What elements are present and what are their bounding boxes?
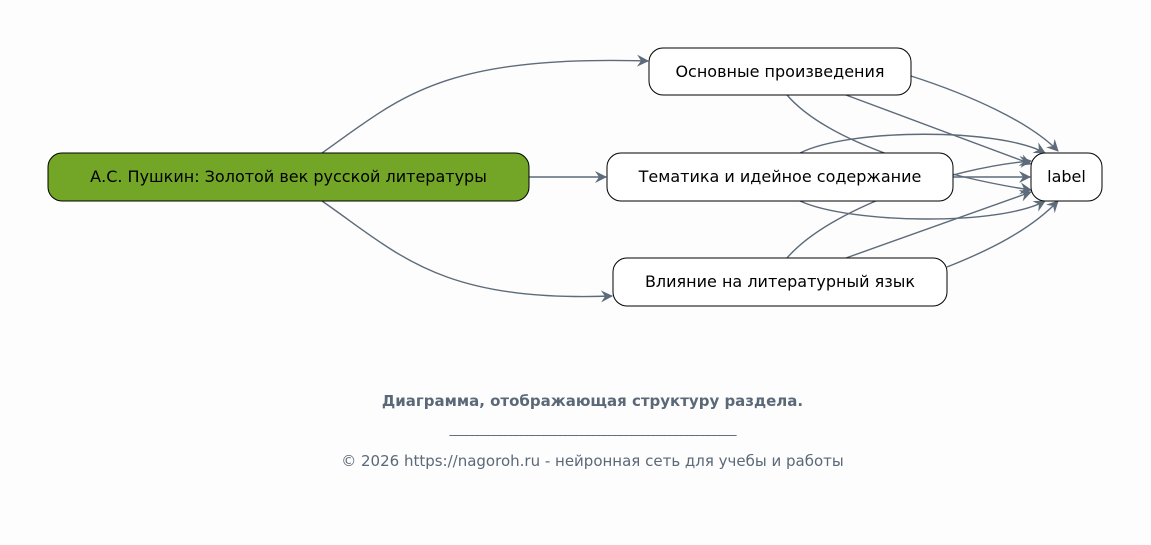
edge-influence-label-2 xyxy=(845,190,1032,259)
node-label-label: label xyxy=(1047,167,1086,186)
node-themes-label: Тематика и идейное содержание xyxy=(638,167,922,186)
node-root-label: А.С. Пушкин: Золотой век русской литерат… xyxy=(90,167,487,186)
node-themes[interactable]: Тематика и идейное содержание xyxy=(606,152,954,202)
node-label[interactable]: label xyxy=(1030,152,1103,202)
edge-themes-label-1 xyxy=(799,133,1046,154)
edge-themes-label-3 xyxy=(799,200,1046,220)
node-root[interactable]: А.С. Пушкин: Золотой век русской литерат… xyxy=(47,152,530,202)
edge-root-works xyxy=(321,54,649,154)
node-works[interactable]: Основные произведения xyxy=(648,47,912,96)
edge-works-label-2 xyxy=(845,94,1032,166)
caption-divider: ________________________________________… xyxy=(449,422,737,437)
edge-influence-label-3 xyxy=(946,200,1059,268)
node-influence-label: Влияние на литературный язык xyxy=(645,272,915,291)
edge-works-label-1 xyxy=(910,75,1059,152)
caption-title: Диаграмма, отображающая структуру раздел… xyxy=(381,392,804,410)
caption-footer: © 2026 https://nagoroh.ru - нейронная се… xyxy=(341,452,844,470)
edge-root-influence xyxy=(321,200,613,303)
node-works-label: Основные произведения xyxy=(675,62,884,81)
node-influence[interactable]: Влияние на литературный язык xyxy=(612,257,948,307)
